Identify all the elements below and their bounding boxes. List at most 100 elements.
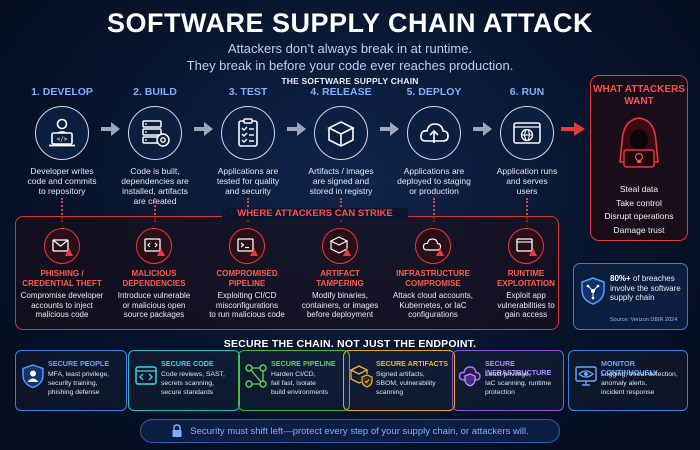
stage-title: 1. DEVELOP [31, 86, 93, 98]
stage-title: 2. BUILD [133, 86, 177, 98]
flow-arrow-icon [473, 122, 492, 136]
practice-title: SECURE INFRASTRUCTURE [485, 359, 552, 377]
desc-line: and security [225, 186, 271, 196]
practice-secure-people: SECURE PEOPLE MFA, least privilege, secu… [15, 350, 127, 411]
attack-icon-circle [508, 228, 544, 264]
artifact-shield-icon [349, 365, 373, 388]
stage-run: 6. RUN Application runs and serves users [482, 86, 572, 196]
title-line: DEPENDENCIES [122, 278, 186, 288]
practice-title: SECURE ARTIFACTS [376, 359, 449, 368]
desc-line: Application runs [496, 166, 558, 176]
package-box-icon [327, 121, 355, 147]
globe-browser-icon [513, 122, 541, 144]
monitor-eye-icon [575, 366, 597, 386]
desc-line: gain access [504, 310, 548, 319]
stat-line: involve the software [610, 283, 681, 293]
practice-secure-pipeline: SECURE PIPELINE Harden CI/CD, fail fast,… [238, 350, 350, 411]
desc-line: vulnerabilities to [497, 300, 555, 310]
strike-connector [154, 198, 156, 222]
stage-icon-circle: </> [35, 106, 89, 160]
desc-line: to repository [38, 186, 86, 196]
title-line: EXPLOITATION [497, 278, 555, 288]
practice-title: SECURE CODE [161, 359, 214, 368]
desc-line: Compromise developer [20, 291, 104, 300]
supply-chain-label: THE SOFTWARE SUPPLY CHAIN [281, 76, 419, 86]
developer-laptop-icon: </> [49, 118, 75, 147]
practice-title: SECURE PEOPLE [48, 359, 110, 368]
desc-line: containers, or images [301, 300, 379, 310]
attack-icon-circle [44, 228, 80, 264]
practice-description: MFA, least privilege, security training,… [48, 370, 126, 397]
stat-number: 80%+ [610, 274, 631, 283]
list-item: Take control [616, 197, 662, 208]
desc-line: misconfigurations [215, 300, 279, 310]
desc-line: Modify binaries, [311, 291, 369, 300]
attack-description: Exploiting CI/CD misconfigurations to ru… [199, 291, 295, 320]
title-line: CREDENTIAL THEFT [22, 278, 102, 288]
flow-arrow-icon [101, 122, 120, 136]
list-item: Damage trust [613, 224, 665, 235]
stage-title: 3. TEST [228, 86, 268, 98]
desc-line: SBOM, vulnerability [376, 380, 436, 387]
desc-line: Applications are [403, 166, 465, 176]
practice-description: Signed artifacts, SBOM, vulnerability sc… [376, 370, 454, 397]
attack-icon-circle [229, 228, 265, 264]
stage-description: Artifacts / images are signed and stored… [296, 166, 386, 196]
footer-banner: Security must shift left—protect every s… [140, 419, 560, 443]
title-line: RUNTIME [507, 269, 545, 278]
terminal-warning-icon [237, 238, 258, 256]
desc-line: Applications are [217, 166, 279, 176]
page-subtitle: Attackers don’t always break in at runti… [0, 40, 700, 74]
attack-vectors-title: WHERE ATTACKERS CAN STRIKE [222, 208, 408, 219]
desc-line: Code is built, [130, 166, 180, 176]
desc-line: code and commits [27, 176, 97, 186]
attack-title: PHISHING / CREDENTIAL THEFT [14, 269, 110, 288]
title-line: COMPROMISED [216, 269, 278, 278]
title-line: ARTIFACT [320, 269, 360, 278]
desc-line: Signed artifacts, [376, 371, 425, 378]
desc-line: secure standards [161, 389, 214, 396]
desc-line: incident response [601, 389, 655, 396]
desc-line: Least privilege, [485, 371, 531, 378]
stage-title: 5. DEPLOY [406, 86, 462, 98]
breach-stat-text: 80%+ of breaches involve the software su… [610, 274, 686, 303]
title-line: PHISHING / [40, 269, 84, 278]
desc-line: dependencies are [121, 176, 189, 186]
title-line: WHAT ATTACKERS [593, 84, 685, 95]
attack-title: RUNTIME EXPLOITATION [478, 269, 574, 288]
desc-line: and serves [506, 176, 548, 186]
practice-description: Logging, threat detection, anomaly alert… [601, 370, 687, 397]
hooded-hacker-icon [619, 117, 659, 168]
attack-title: INFRASTRUCTURE COMPROMISE [385, 269, 481, 288]
stat-line: 80%+ of breaches [610, 274, 686, 284]
cloud-warning-icon [422, 238, 444, 256]
attack-icon-circle [322, 228, 358, 264]
attackers-want-title: WHAT ATTACKERS WANT [591, 84, 687, 108]
desc-line: Logging, threat detection, [601, 371, 678, 378]
page-title: SOFTWARE SUPPLY CHAIN ATTACK [106, 8, 594, 38]
practice-secure-infrastructure: SECURE INFRASTRUCTURE Least privilege, I… [452, 350, 564, 411]
title-line: PIPELINE [228, 278, 266, 288]
server-gear-icon [142, 120, 170, 147]
attack-compromised-pipeline: COMPROMISED PIPELINE Exploiting CI/CD mi… [199, 228, 295, 320]
stage-description: Developer writes code and commits to rep… [17, 166, 107, 196]
attack-phishing: PHISHING / CREDENTIAL THEFT Compromise d… [14, 228, 110, 320]
desc-line: Exploiting CI/CD [217, 291, 277, 300]
flow-arrow-icon [287, 122, 306, 136]
user-shield-icon [22, 364, 44, 389]
attack-title: ARTIFACT TAMPERING [292, 269, 388, 288]
attack-arrow-icon [561, 122, 585, 136]
desc-line: MFA, least privilege, [48, 371, 110, 378]
desc-line: Developer writes [30, 166, 94, 176]
lock-icon [172, 424, 182, 437]
stage-build: 2. BUILD Code is built, dependencies are… [110, 86, 200, 206]
flow-arrow-icon [380, 122, 399, 136]
attack-artifact-tampering: ARTIFACT TAMPERING Modify binaries, cont… [292, 228, 388, 320]
cloud-shield-icon [458, 366, 481, 387]
stage-test: 3. TEST Applications are tested for qual… [203, 86, 293, 196]
title-line: MALICIOUS [131, 269, 177, 278]
attack-description: Modify binaries, containers, or images b… [292, 291, 388, 320]
desc-line: tested for quality [216, 176, 280, 186]
pipeline-nodes-icon [245, 364, 267, 388]
phishing-email-icon [52, 239, 73, 256]
